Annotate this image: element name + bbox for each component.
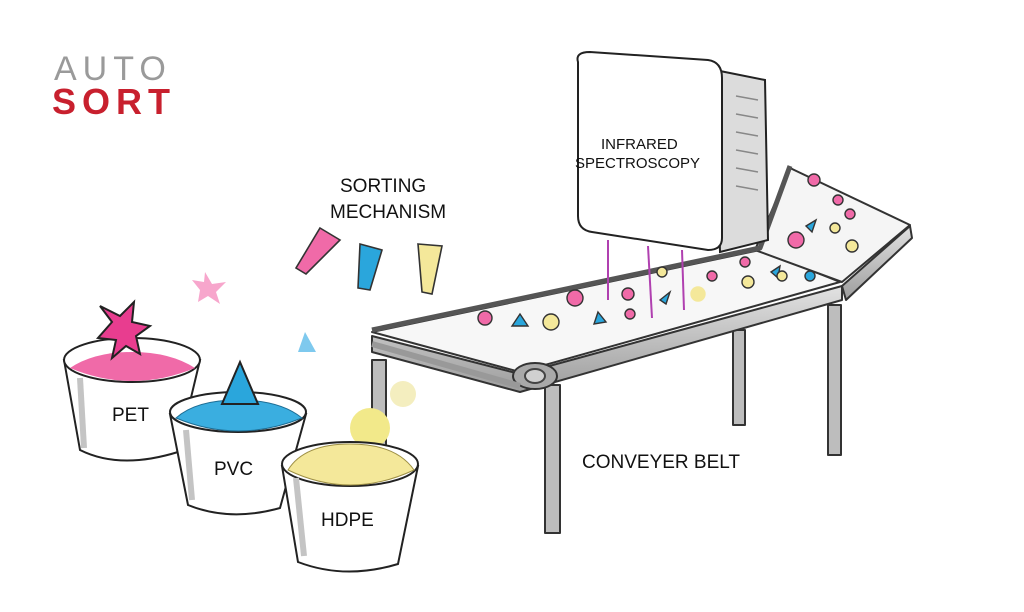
bin-hdpe [280,441,420,573]
label-sorting-line1: SORTING [340,176,427,197]
conveyer-leg [827,304,842,456]
logo-sort: SORT [52,81,177,122]
conveyer-leg [732,329,746,426]
conveyer-belt [371,165,913,534]
scanner-front [576,50,723,252]
nozzle-hdpe [417,243,443,295]
infrared-scanner [576,50,770,319]
belt-rail-incline [841,225,913,301]
label-infrared-line2: SPECTROSCOPY [575,155,701,172]
infrared-beam [647,245,653,319]
logo-auto: AUTO [54,50,172,88]
belt-rail-back [371,165,793,333]
label-bin-pet: PET [112,405,149,426]
bin-pet [62,299,202,462]
bin-pvc [168,359,308,516]
label-bin-pvc: PVC [214,459,254,480]
nozzle-pvc [357,242,384,291]
label-infrared-line1: INFRARED [601,136,678,153]
conveyer-leg [544,384,561,534]
label-conveyer-belt: CONVEYER BELT [582,452,741,473]
plastic-pieces-on-belt [477,173,859,331]
sorting-nozzles [294,226,443,295]
infrared-beam [681,249,685,311]
ejected-pieces [192,272,416,448]
label-bin-hdpe: HDPE [321,510,374,531]
nozzle-pet [294,226,342,276]
label-sorting-line2: MECHANISM [330,202,447,223]
